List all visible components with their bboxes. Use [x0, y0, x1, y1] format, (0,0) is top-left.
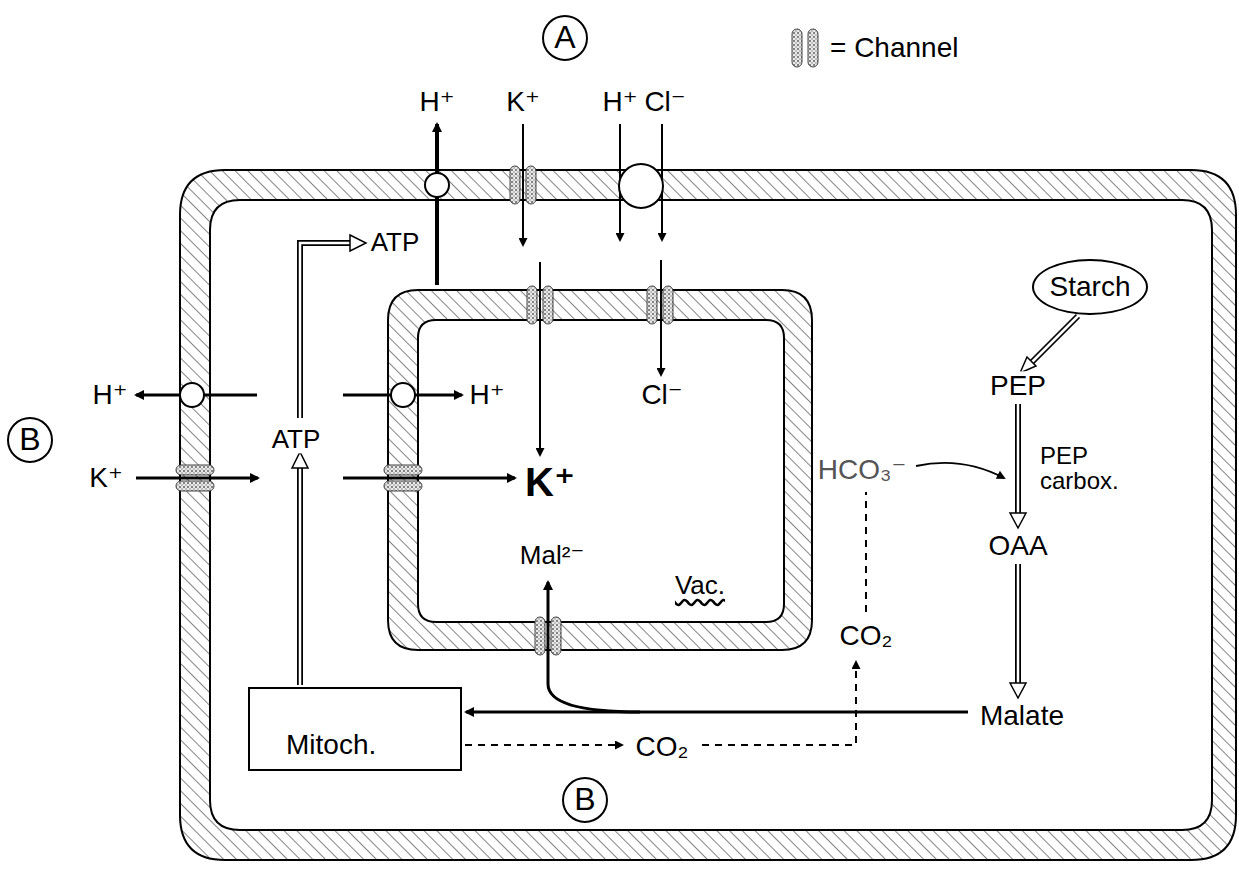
text-label: K⁺ — [523, 461, 577, 503]
malate-flux — [548, 582, 640, 712]
co2-flux — [465, 744, 622, 746]
pathway-arrow — [1010, 403, 1026, 528]
node-text: B — [19, 423, 40, 457]
potassium-flux — [522, 124, 524, 245]
text-label: Cl⁻ — [639, 380, 684, 409]
co2-flux — [702, 662, 856, 745]
text-label: CO₂ — [634, 732, 691, 761]
text-label: ATP — [270, 426, 323, 453]
potassium-flux — [136, 477, 258, 480]
circled-letter: A — [542, 15, 588, 61]
atp-supply-arrow — [300, 235, 366, 419]
text-label: K⁺ — [87, 463, 124, 492]
symporter-symbol — [619, 164, 663, 208]
atp-supply-arrow — [292, 452, 308, 686]
text-label: Malate — [978, 701, 1066, 730]
node-text: Mitoch. — [286, 730, 376, 759]
mitochondrion-box: Mitoch. — [248, 687, 462, 771]
pump-symbol — [425, 173, 449, 197]
pump-symbol — [180, 383, 204, 407]
cell-wall — [180, 170, 1236, 860]
text-label: Mal²⁻ — [518, 542, 586, 569]
proton-flux — [435, 124, 439, 285]
node-text: Starch — [1050, 272, 1131, 301]
text-label: PEP — [988, 371, 1048, 400]
text-label: HCO₃⁻ — [816, 455, 908, 484]
pump-symbol — [391, 383, 415, 407]
potassium-flux — [539, 262, 541, 455]
text-label: H⁺ — [601, 87, 640, 116]
text-label: CO₂ — [838, 621, 895, 650]
text-label: PEP carbox. — [1038, 443, 1154, 493]
text-label: H⁺ — [468, 380, 507, 409]
node-text: A — [554, 21, 575, 55]
legend-text: = Channel — [828, 33, 960, 62]
text-label: K⁺ — [504, 87, 541, 116]
substrate-arrow — [916, 463, 1004, 478]
node-text: B — [574, 783, 595, 817]
malate-flux — [466, 711, 968, 714]
text-label: ATP — [369, 229, 422, 256]
vacuole: Vac. — [388, 290, 812, 650]
co2-flux — [865, 492, 867, 612]
pathway-arrow — [1010, 563, 1026, 698]
text-label: H⁺ — [418, 87, 457, 116]
text-label: Cl⁻ — [642, 87, 687, 116]
vacuole-membrane — [388, 290, 812, 650]
pathway-arrow — [1020, 315, 1079, 373]
node-text: Vac. — [675, 572, 725, 599]
circled-letter: B — [562, 777, 608, 823]
text-label: H⁺ — [91, 380, 130, 409]
starch-ellipse: Starch — [1032, 259, 1147, 315]
chloride-flux — [660, 260, 662, 375]
circled-letter: B — [7, 417, 53, 463]
potassium-flux — [343, 477, 515, 480]
text-label: OAA — [986, 531, 1049, 560]
